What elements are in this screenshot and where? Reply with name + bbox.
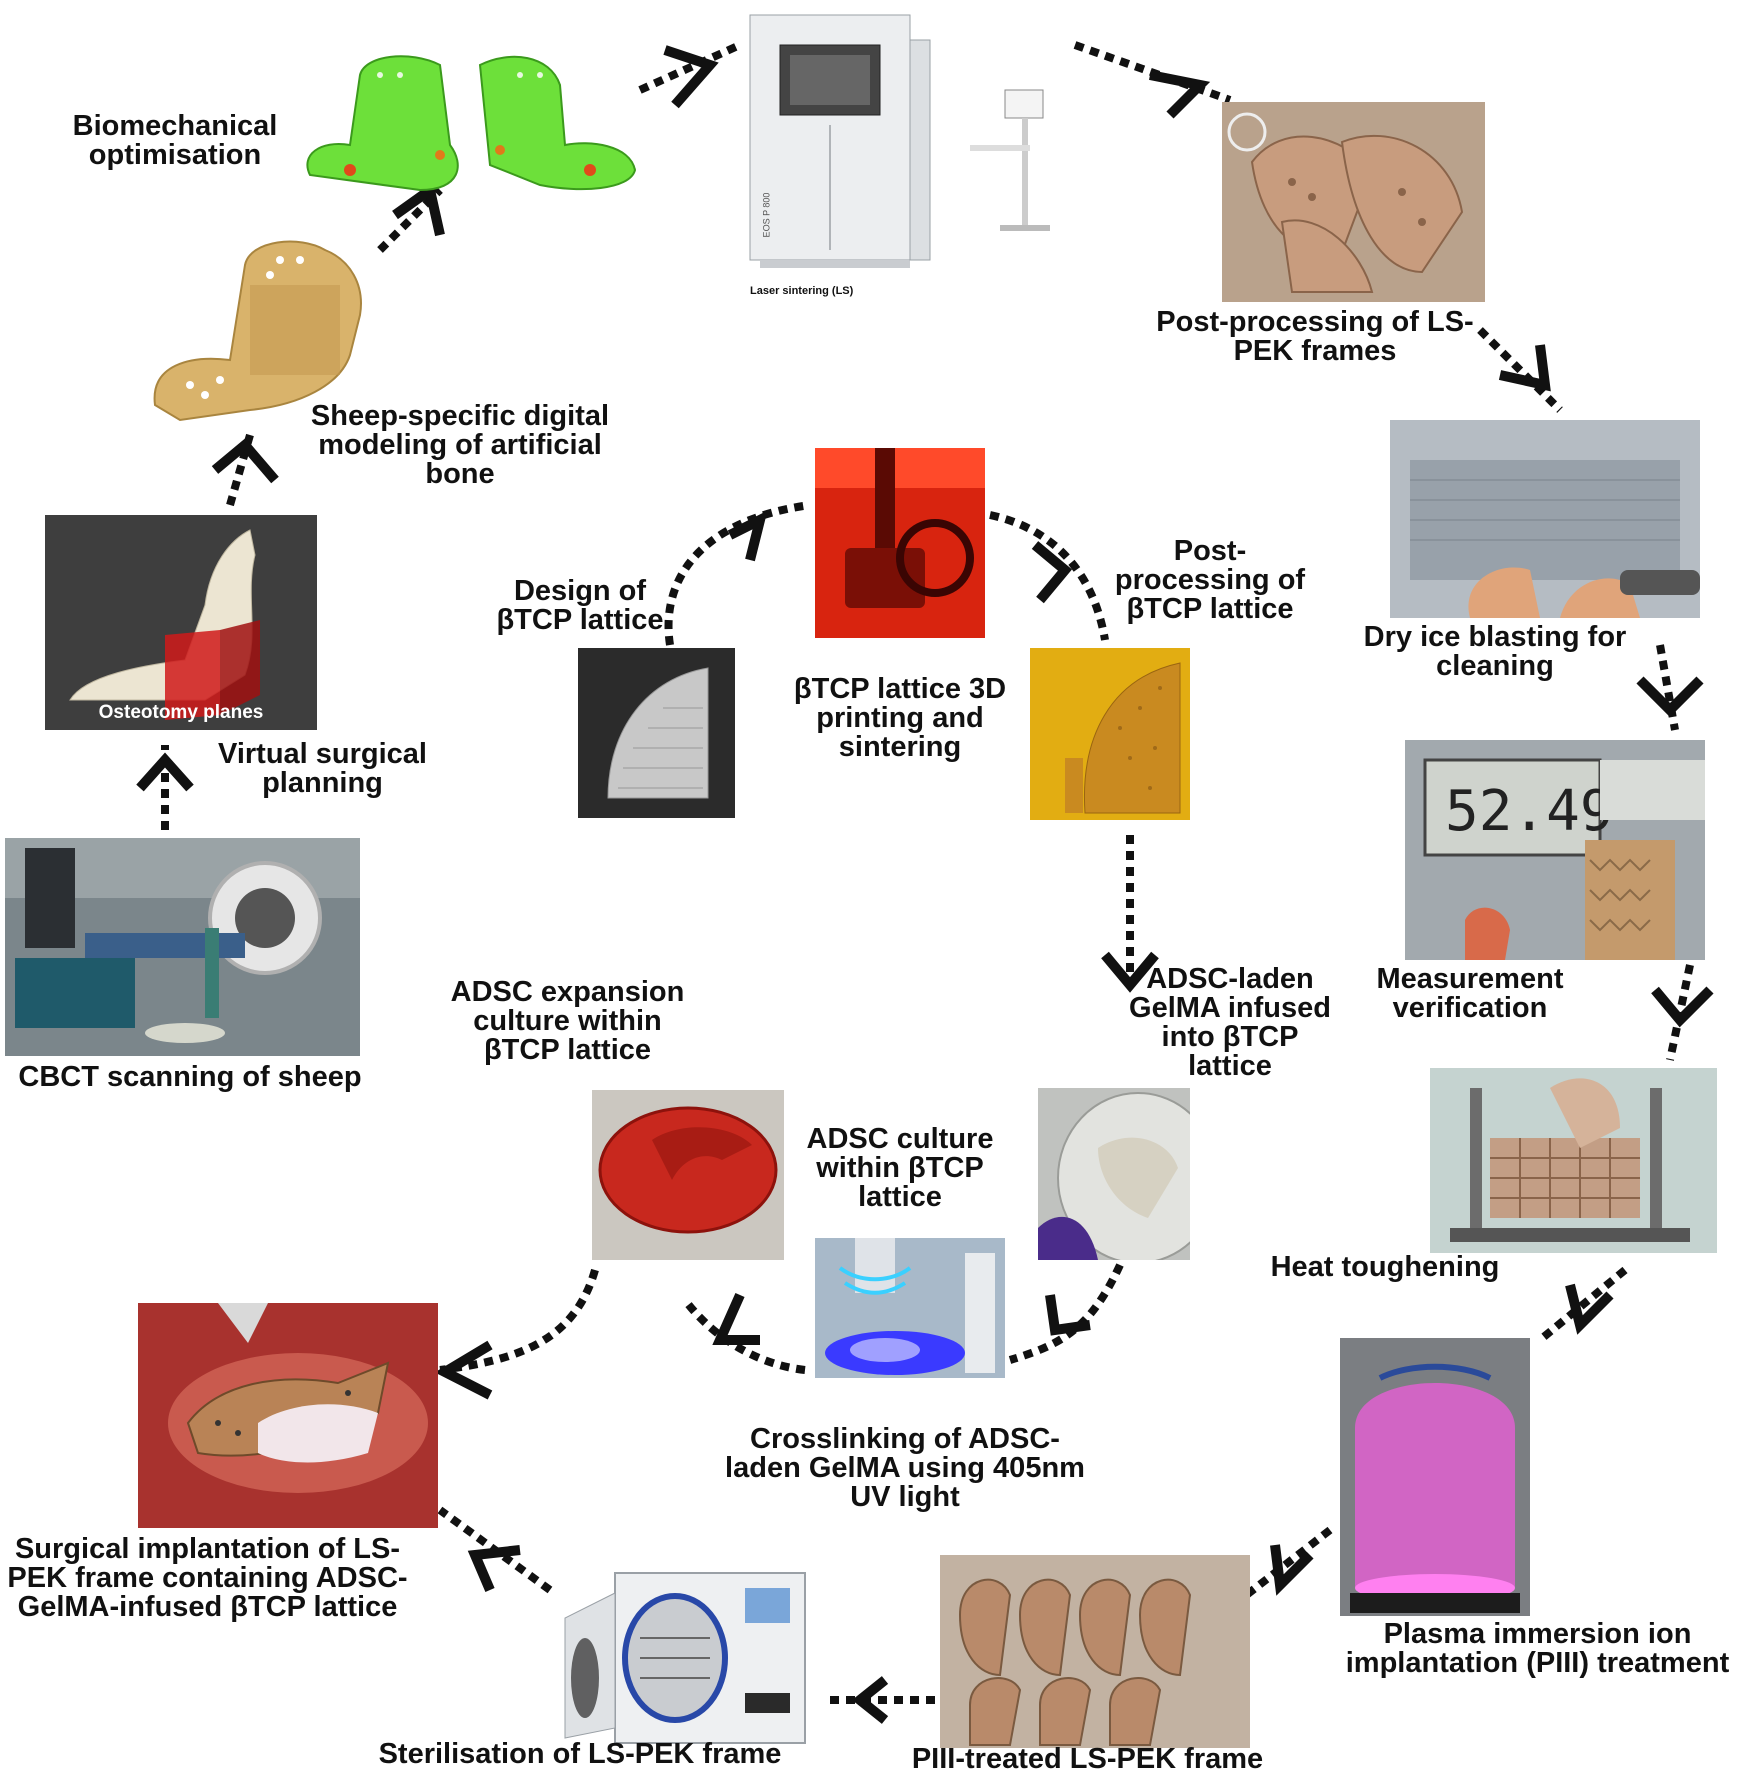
arrow-print-to-postproc [989, 511, 1109, 641]
piii-treatment-image [1340, 1338, 1530, 1616]
label-measurement: Measurement verification [1376, 963, 1564, 1024]
arrowhead-left-2 [467, 1545, 521, 1592]
postproc-frames-image [1222, 102, 1485, 302]
arrowhead-up-2 [211, 438, 279, 484]
arrowhead-inner-2 [1031, 541, 1073, 604]
label-adsc-culture: ADSC culture within βTCP lattice [806, 1123, 994, 1213]
optimisation-model-image [290, 45, 640, 195]
sheep-specific-model-image [150, 235, 390, 425]
arrowhead-down-2 [1636, 676, 1704, 718]
label-surgical-implantation: Surgical implantation of LS- PEK frame c… [7, 1533, 408, 1623]
label-sterilisation: Sterilisation of LS-PEK frame [378, 1738, 782, 1770]
label-adsc-laden: ADSC-laden GelMA infused into βTCP latti… [1129, 963, 1331, 1082]
label-crosslinking: Crosslinking of ADSC- laden GelMA using … [725, 1423, 1085, 1513]
arrowhead-up-1 [136, 752, 194, 792]
label-postproc-frames: Post-processing of LS- PEK frames [1156, 306, 1474, 367]
label-biomechanical-optimisation: Biomechanical optimisation [72, 110, 278, 171]
laser-sintering-caption: Laser sintering (LS) [750, 285, 854, 297]
adsc-laden-image [1038, 1088, 1190, 1260]
arrow-design-to-print [664, 501, 811, 646]
label-heat-toughening: Heat toughening [1270, 1251, 1500, 1283]
cbct-scanning-image [5, 838, 360, 1056]
arrowhead-left-1 [851, 1676, 889, 1724]
design-lattice-image [578, 648, 735, 818]
heat-toughening-image [1430, 1068, 1717, 1253]
arrowhead-left-3 [434, 1340, 493, 1400]
arrow-laden-to-crosslink [1008, 1263, 1124, 1364]
label-adsc-expansion: ADSC expansion culture within βTCP latti… [450, 976, 685, 1066]
label-sheep-modeling: Sheep-specific digital modeling of artif… [310, 400, 610, 490]
label-printing-lattice: βTCP lattice 3D printing and sintering [793, 673, 1007, 763]
arrow-optimisation-to-printer [638, 41, 742, 94]
label-dry-ice: Dry ice blasting for cleaning [1363, 621, 1627, 682]
label-design-lattice: Design of βTCP lattice [496, 575, 664, 636]
arrowhead-inner-5 [712, 1292, 760, 1345]
piii-frame-image [940, 1555, 1250, 1748]
dry-ice-blasting-image [1390, 420, 1700, 618]
arrowhead-right-1 [663, 45, 719, 109]
arrowhead-down-left-2 [1270, 1544, 1314, 1596]
svg-text:52.49: 52.49 [1445, 779, 1614, 844]
sterilisation-autoclave-image [555, 1563, 815, 1753]
label-virtual-planning: Virtual surgical planning [218, 738, 427, 799]
label-postproc-lattice: Post- processing of βTCP lattice [1114, 535, 1306, 625]
arrowhead-inner-3 [1101, 951, 1159, 993]
label-piii-frame: PIII-treated LS-PEK frame [911, 1743, 1264, 1775]
measurement-image: 52.49 [1405, 740, 1705, 960]
arrowhead-down-3 [1651, 986, 1714, 1028]
arrowhead-inner-1 [727, 510, 768, 562]
arrowhead-down-left-1 [1565, 1283, 1614, 1335]
arrow-heat-to-piii [1537, 1266, 1628, 1344]
crosslinking-uv-image [815, 1238, 1005, 1378]
printer-brand-label: EOS P 800 [761, 192, 772, 238]
osteotomy-planes-label: Osteotomy planes [98, 702, 264, 723]
label-cbct: CBCT scanning of sheep [18, 1061, 362, 1093]
arrowhead-right-2 [1149, 70, 1211, 119]
adsc-expansion-image [592, 1090, 784, 1260]
laser-sintering-printer-image: Laser sintering (LS) EOS P 800 [740, 10, 1070, 300]
label-piii-treatment: Plasma immersion ion implantation (PIII)… [1345, 1618, 1730, 1679]
arrow-postproc-to-dryice [1477, 327, 1563, 413]
surgical-implantation-image [138, 1303, 438, 1528]
arrow-planning-to-modeling [226, 433, 254, 507]
arrow-piii-to-piiiframe [1237, 1526, 1333, 1604]
virtual-planning-image: Osteotomy planes [45, 515, 317, 730]
arrow-crosslink-to-culture [681, 1297, 806, 1374]
arrowhead-down-1 [1498, 344, 1551, 392]
arrow-culture-to-surgery [439, 1268, 599, 1374]
postproc-lattice-image [1030, 648, 1190, 820]
arrowhead-inner-4 [1045, 1294, 1091, 1336]
lattice-printing-image [815, 448, 985, 638]
arrow-dryice-to-measure [1656, 644, 1679, 731]
